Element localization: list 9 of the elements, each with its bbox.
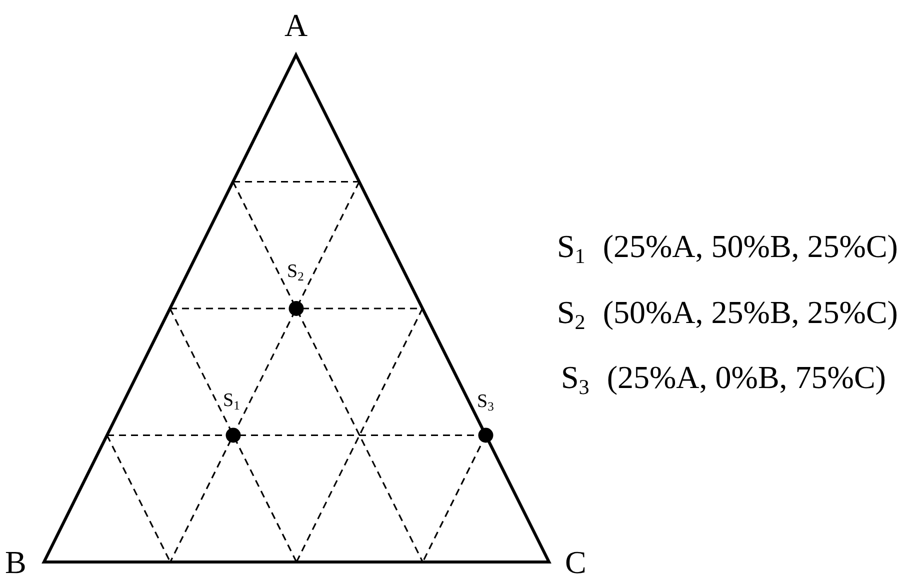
vertex-label: B (5, 546, 26, 578)
point-label: S$_{2}$ (287, 262, 304, 281)
composition-text: S$_{1}$ (25%A, 50%B, 25%C) (557, 230, 898, 262)
point-label: S$_{3}$ (477, 392, 494, 411)
vertex-label: C (565, 546, 586, 578)
point-label: S$_{1}$ (223, 391, 240, 410)
composition-text: S$_{3}$ (25%A, 0%B, 75%C) (561, 361, 886, 393)
composition-text: S$_{2}$ (50%A, 25%B, 25%C) (557, 296, 898, 328)
vertex-label: A (284, 9, 308, 41)
